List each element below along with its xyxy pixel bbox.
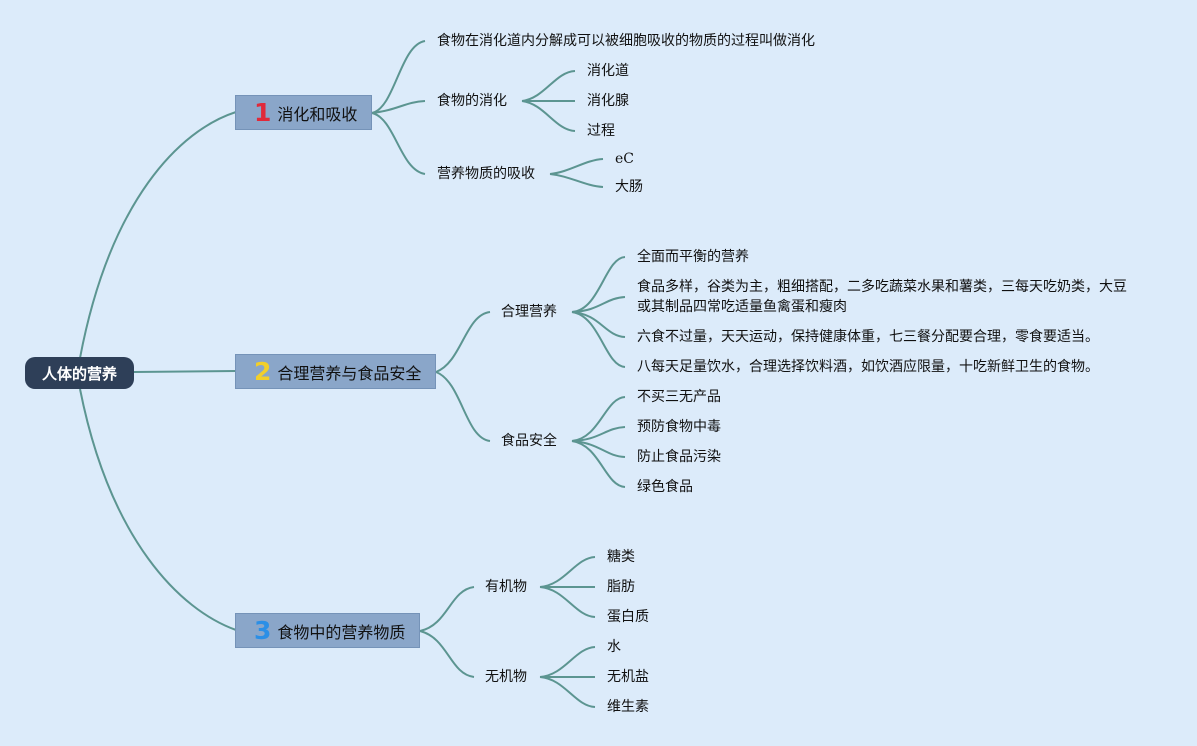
branch-node-nutrition-safety[interactable]: 2 合理营养与食品安全 [235, 354, 436, 389]
link [571, 296, 626, 313]
leaf-node[interactable]: 脂肪 [607, 579, 635, 595]
link [549, 158, 604, 175]
link [571, 396, 626, 442]
leaf-node[interactable]: 八每天足量饮水，合理选择饮料酒，如饮酒应限量，十吃新鲜卫生的食物。 [637, 359, 1099, 375]
link [419, 586, 475, 632]
link [539, 646, 596, 678]
link [539, 586, 596, 618]
link [521, 100, 576, 132]
link [435, 371, 491, 442]
topic-node[interactable]: 无机物 [485, 669, 527, 685]
leaf-node[interactable]: 食品多样，谷类为主，粗细搭配，二多吃蔬菜水果和薯类，三每天吃奶类，大豆或其制品四… [637, 279, 1127, 315]
leaf-node[interactable]: 消化道 [587, 63, 629, 79]
leaf-node[interactable]: 大肠 [615, 179, 643, 195]
leaf-node[interactable]: 消化腺 [587, 93, 629, 109]
leaf-node[interactable]: 蛋白质 [607, 609, 649, 625]
link [549, 173, 604, 188]
leaf-node[interactable]: 水 [607, 639, 621, 655]
link [435, 311, 491, 373]
branch-label: 食物中的营养物质 [277, 622, 406, 642]
link [521, 70, 576, 102]
number-badge-1: 1 [254, 98, 272, 127]
topic-node[interactable]: 有机物 [485, 579, 527, 595]
leaf-node[interactable]: 维生素 [607, 699, 649, 715]
number-badge-3: 3 [254, 616, 272, 645]
link [79, 388, 237, 631]
leaf-node[interactable]: 全面而平衡的营养 [637, 249, 749, 265]
link [371, 112, 426, 175]
topic-node[interactable]: 营养物质的吸收 [437, 166, 535, 182]
link [571, 426, 626, 442]
topic-node[interactable]: 食物在消化道内分解成可以被细胞吸收的物质的过程叫做消化 [437, 33, 815, 49]
topic-node[interactable]: 食品安全 [501, 433, 557, 449]
leaf-node[interactable]: 六食不过量，天天运动，保持健康体重，七三餐分配要合理，零食要适当。 [637, 329, 1099, 345]
link [571, 256, 626, 313]
root-node[interactable]: 人体的营养 [25, 357, 134, 389]
topic-node[interactable]: 合理营养 [501, 304, 557, 320]
link [371, 100, 426, 114]
leaf-node[interactable]: 过程 [587, 123, 615, 139]
leaf-node[interactable]: 糖类 [607, 549, 635, 565]
branch-node-digestion[interactable]: 1 消化和吸收 [235, 95, 372, 130]
link [419, 630, 475, 678]
leaf-node[interactable]: 防止食品污染 [637, 449, 721, 465]
link [539, 556, 596, 588]
branch-label: 消化和吸收 [277, 104, 358, 124]
leaf-node[interactable]: 绿色食品 [637, 479, 693, 495]
topic-node[interactable]: 食物的消化 [437, 93, 507, 109]
link [371, 40, 426, 114]
link [79, 111, 237, 359]
leaf-node[interactable]: 无机盐 [607, 669, 649, 685]
branch-label: 合理营养与食品安全 [277, 363, 422, 383]
link [571, 440, 626, 488]
leaf-node[interactable]: 预防食物中毒 [637, 419, 721, 435]
branch-node-nutrients[interactable]: 3 食物中的营养物质 [235, 613, 420, 648]
link [133, 370, 237, 373]
link [539, 676, 596, 708]
leaf-node[interactable]: eC [615, 151, 634, 167]
link [571, 311, 626, 368]
leaf-node[interactable]: 不买三无产品 [637, 389, 721, 405]
number-badge-2: 2 [254, 357, 272, 386]
